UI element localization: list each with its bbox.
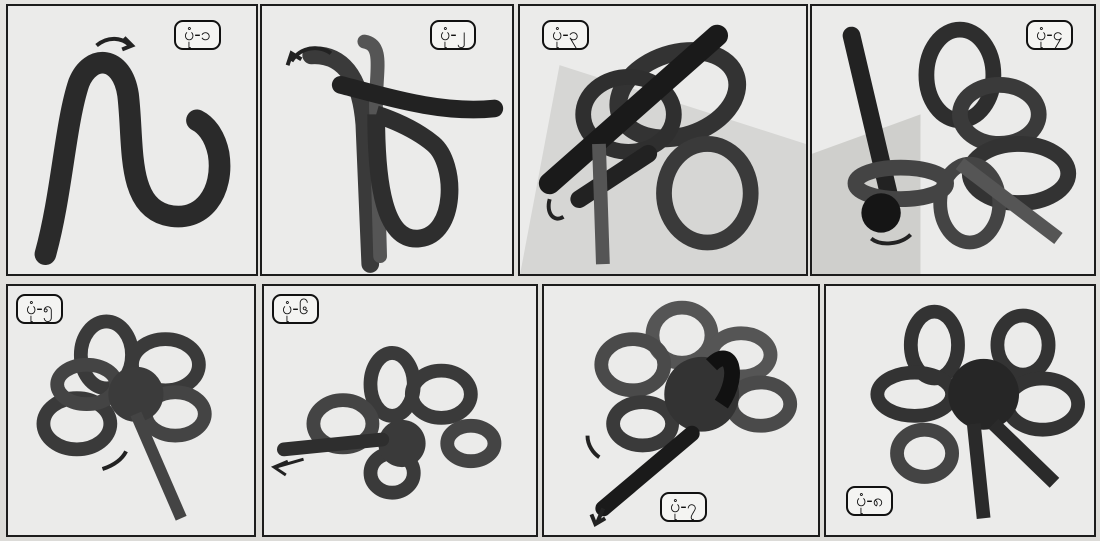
step-panel-4: ပုံ-၄	[810, 4, 1096, 276]
step-label: ပုံ-၆	[272, 294, 319, 324]
step-label: ပုံ-၅	[16, 294, 63, 324]
step-panel-5: ပုံ-၅	[6, 284, 256, 537]
pipe-cleaner-illustration	[262, 6, 512, 274]
step-label: ပုံ-၁	[174, 20, 221, 50]
step-panel-6: ပုံ-၆	[262, 284, 538, 537]
step-panel-7: ပုံ-၇	[542, 284, 820, 537]
step-label: ပုံ-၈	[846, 486, 893, 516]
step-panel-3: ပုံ-၃	[518, 4, 808, 276]
step-panel-1: ပုံ-၁	[6, 4, 258, 276]
step-label: ပုံ-၃	[542, 20, 589, 50]
step-label: ပုံ-၇	[660, 492, 707, 522]
step-label: ပုံ-၂	[430, 20, 476, 50]
step-panel-8: ပုံ-၈	[824, 284, 1096, 537]
step-label: ပုံ-၄	[1026, 20, 1073, 50]
step-panel-2: ပုံ-၂	[260, 4, 514, 276]
